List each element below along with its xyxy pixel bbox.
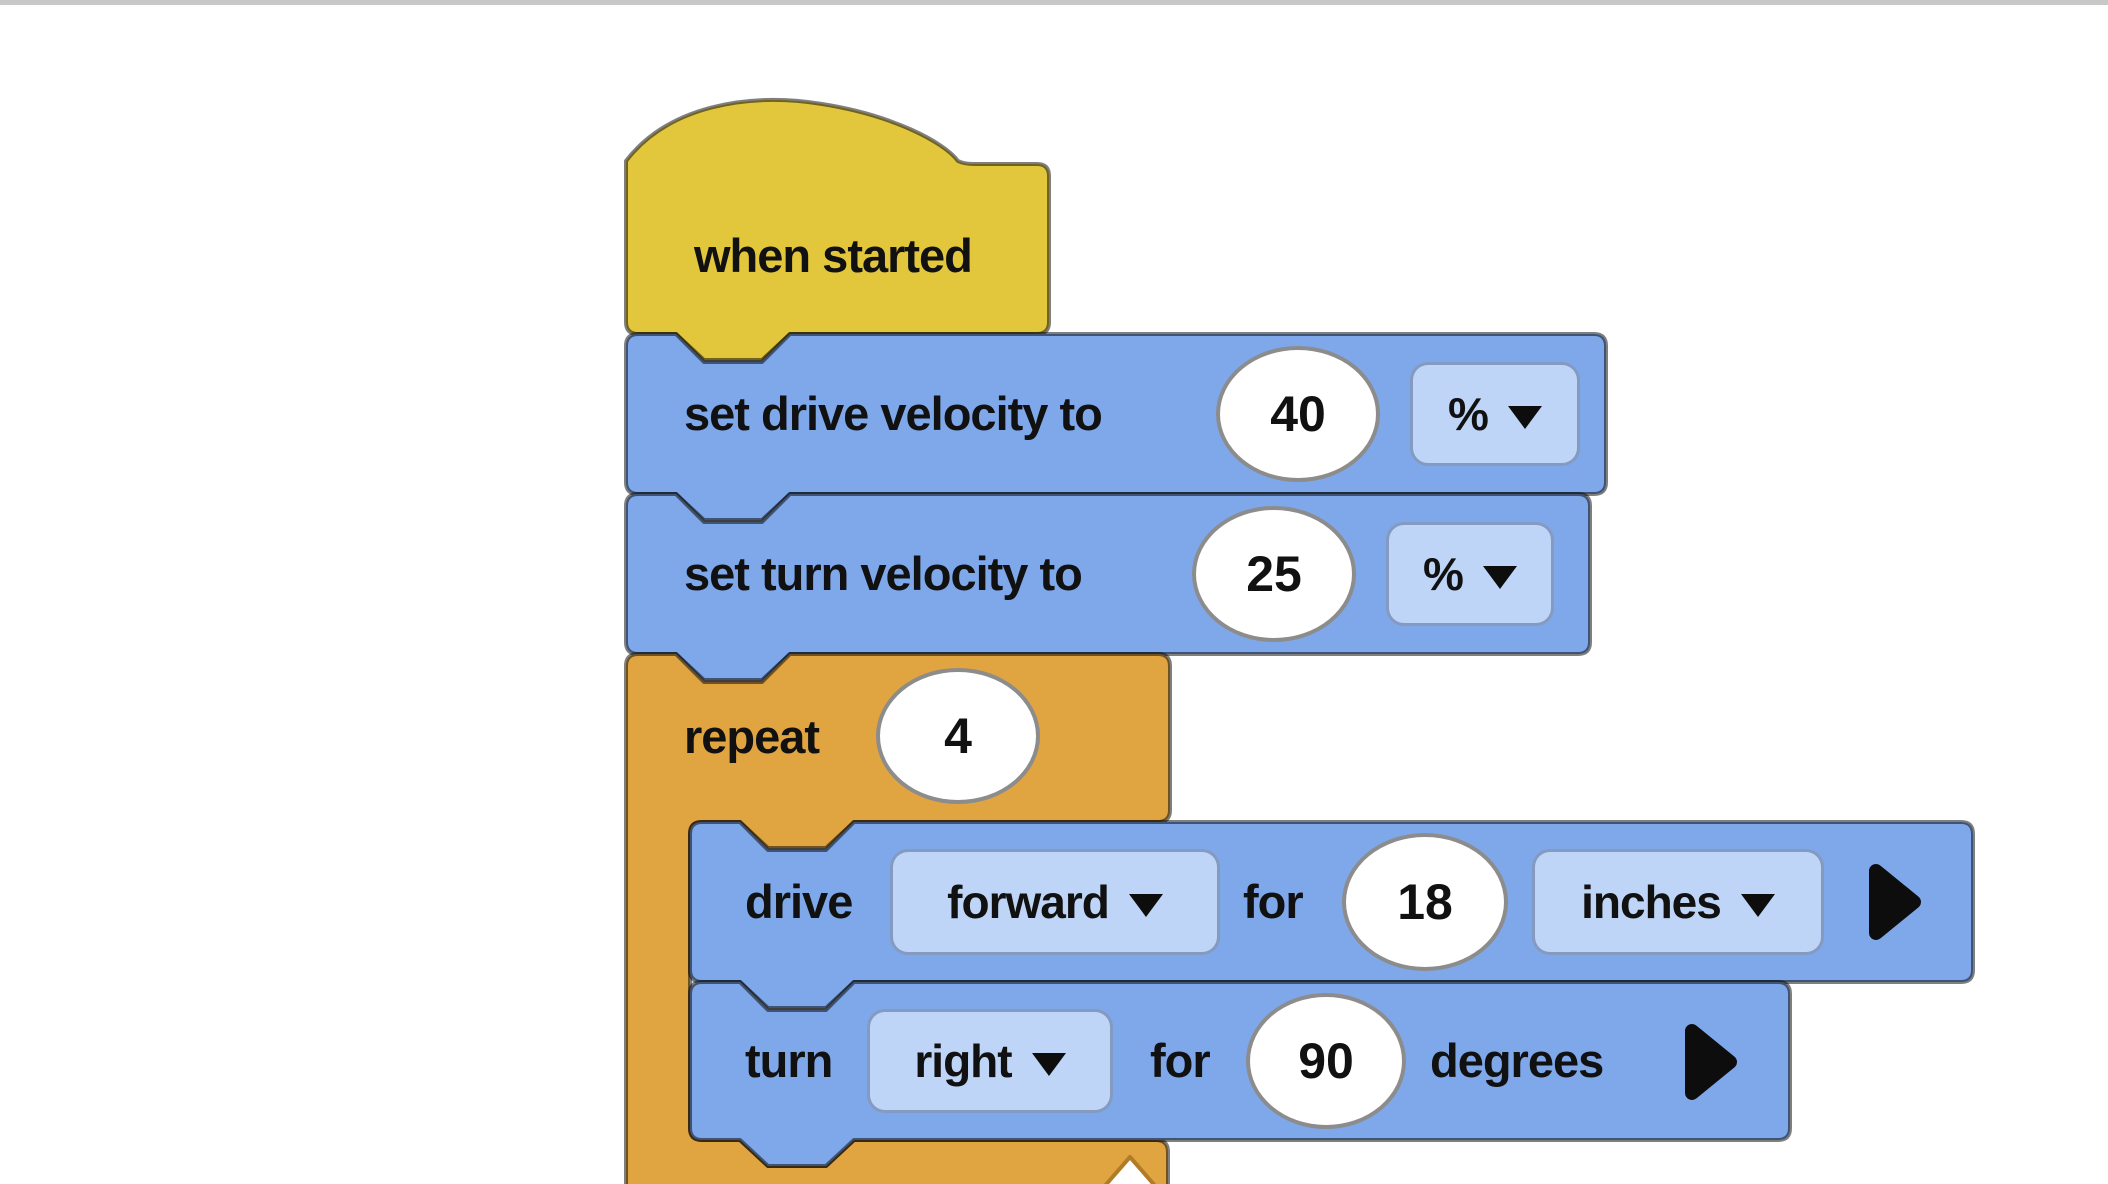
turn-direction-value: right — [914, 1035, 1012, 1087]
turn-velocity-input[interactable]: 25 — [1192, 506, 1356, 642]
drive-direction-value: forward — [947, 876, 1110, 928]
drive-unit-dropdown[interactable]: inches — [1532, 849, 1824, 955]
turn-direction-dropdown[interactable]: right — [867, 1009, 1113, 1113]
turn-velocity-unit-dropdown[interactable]: % — [1386, 522, 1554, 626]
chevron-down-icon — [1128, 893, 1163, 917]
chevron-down-icon — [1482, 565, 1517, 589]
chevron-down-icon — [1507, 405, 1542, 429]
turn-angle-value: 90 — [1298, 1033, 1354, 1089]
chevron-down-icon — [1031, 1052, 1066, 1076]
drive-unit-value: inches — [1581, 876, 1722, 928]
turn-velocity-value: 25 — [1246, 546, 1302, 602]
turn-velocity-unit-value: % — [1423, 548, 1464, 600]
drive-velocity-unit-value: % — [1448, 388, 1489, 440]
turn-block-shape[interactable] — [688, 980, 1792, 1168]
when-started-label: when started — [694, 229, 973, 282]
drive-label: drive — [745, 875, 853, 928]
drive-direction-dropdown[interactable]: forward — [890, 849, 1220, 955]
drive-velocity-unit-dropdown[interactable]: % — [1410, 362, 1580, 466]
set-turn-velocity-block-shape[interactable] — [624, 492, 1592, 682]
drive-distance-input[interactable]: 18 — [1342, 833, 1508, 971]
turn-angle-input[interactable]: 90 — [1246, 993, 1406, 1129]
drive-velocity-value: 40 — [1270, 386, 1326, 442]
chevron-down-icon — [1740, 893, 1775, 917]
set-turn-velocity-label: set turn velocity to — [684, 547, 1083, 600]
drive-for-label: for — [1243, 875, 1304, 928]
turn-label: turn — [745, 1034, 833, 1087]
set-drive-velocity-label: set drive velocity to — [684, 387, 1103, 440]
repeat-label: repeat — [684, 710, 820, 763]
turn-for-label: for — [1150, 1034, 1211, 1087]
repeat-count-input[interactable]: 4 — [876, 668, 1040, 804]
drive-distance-value: 18 — [1397, 874, 1453, 930]
repeat-count-value: 4 — [944, 708, 972, 764]
drive-velocity-input[interactable]: 40 — [1216, 346, 1380, 482]
play-arrow-icon[interactable] — [1866, 862, 1922, 942]
turn-degrees-label: degrees — [1430, 1034, 1604, 1087]
repeat-loop-icon — [1103, 1155, 1157, 1184]
top-border — [0, 0, 2108, 5]
play-arrow-icon[interactable] — [1682, 1022, 1738, 1102]
